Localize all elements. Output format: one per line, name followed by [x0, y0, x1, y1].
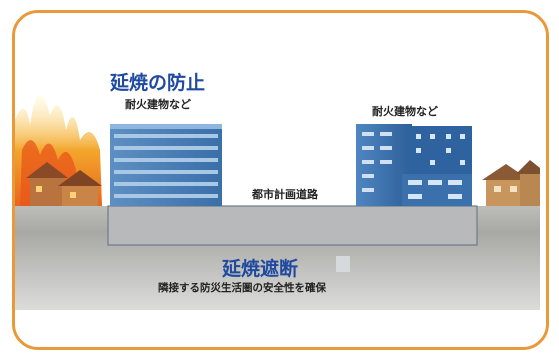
burning-houses: [26, 162, 102, 206]
buffer-zone-outline: [107, 205, 478, 246]
label-fireproof-left: 耐火建物など: [125, 98, 191, 111]
title-fire-block: 延焼遮断: [222, 258, 299, 280]
label-fireproof-right: 耐火建物など: [372, 105, 438, 118]
caption: 隣接する防災生活圏の安全性を確保: [158, 282, 326, 294]
houses-right: [482, 160, 540, 206]
title-fire-prevention: 延焼の防止: [110, 72, 206, 94]
fireproof-building-right: [356, 124, 472, 206]
shield-icon: [336, 256, 350, 272]
label-city-planning-road: 都市計画道路: [252, 188, 318, 201]
fireproof-building-left: [110, 124, 222, 206]
